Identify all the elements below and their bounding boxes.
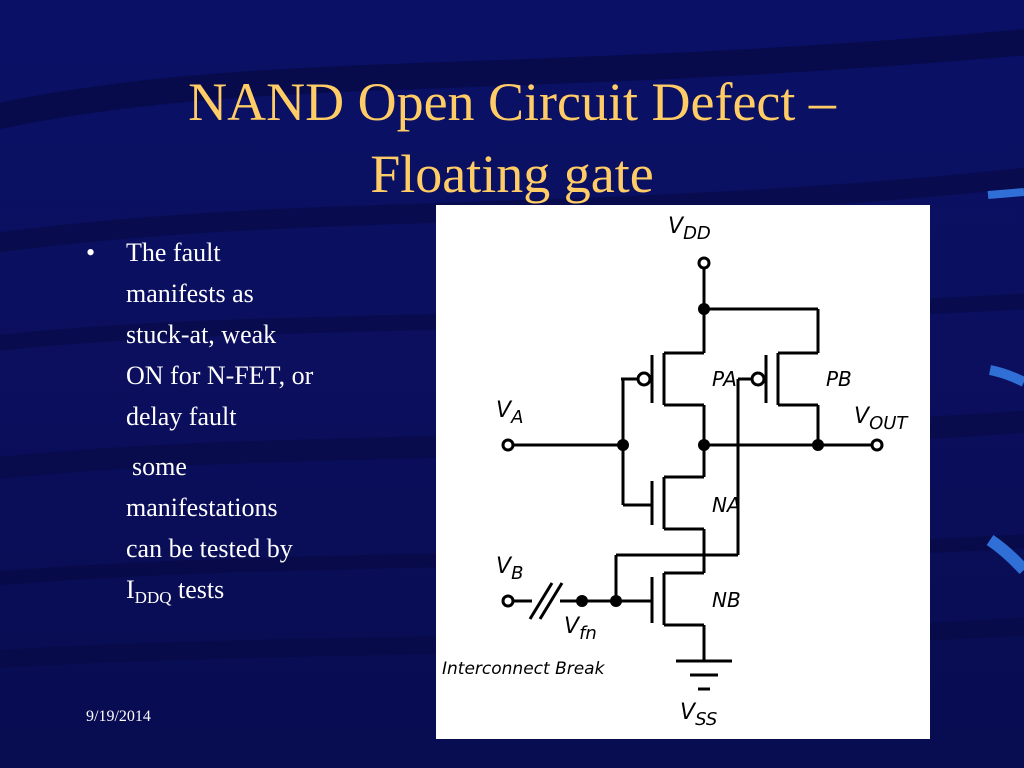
title-line: NAND Open Circuit Defect – (188, 72, 836, 132)
vss-label: VSS (680, 700, 717, 730)
title-line: Floating gate (370, 144, 654, 204)
bullet-text: stuck-at, weak (126, 320, 277, 349)
accent-streak (986, 535, 1024, 575)
bullet-text: ON for N-FET, or (126, 361, 314, 390)
bullet-text: manifestations (126, 493, 278, 522)
vb-label: VB (496, 554, 523, 584)
bullet-list: • The fault manifests as stuck-at, weak … (86, 232, 386, 618)
footer-date: 9/19/2014 (86, 708, 151, 725)
vfn-label: Vfn (564, 614, 597, 644)
streak (0, 29, 1024, 130)
circuit-diagram: VDD VA VOUT VB Vfn VSS PA PB NA NB Inter… (436, 205, 930, 739)
bullet-text: The fault (126, 238, 221, 267)
terminal-circles (501, 256, 884, 608)
nand-circuit-svg: VDD VA VOUT VB Vfn VSS PA PB NA NB Inter… (442, 214, 909, 730)
na-label: NA (712, 493, 741, 517)
circuit-wires (514, 269, 872, 691)
nb-label: NB (712, 588, 741, 612)
bullet-item: • The fault manifests as stuck-at, weak … (86, 232, 386, 437)
slide-title: NAND Open Circuit Defect – Floating gate (40, 66, 984, 210)
vout-label: VOUT (854, 404, 909, 434)
bullet-text: some (132, 452, 187, 481)
iddq-suffix: tests (171, 575, 225, 604)
junction-dots (576, 303, 824, 607)
bullet-text: manifests as (126, 279, 254, 308)
iddq-prefix: I (126, 575, 135, 604)
bullet-text-iddq: IDDQ tests (126, 569, 386, 618)
circuit-labels: VDD VA VOUT VB Vfn VSS PA PB NA NB Inter… (442, 214, 909, 730)
bullet-text: delay fault (126, 402, 237, 431)
pa-label: PA (712, 367, 737, 391)
bullet-continuation: some manifestations can be tested by IDD… (86, 446, 386, 618)
iddq-subscript: DDQ (134, 588, 172, 607)
pb-label: PB (826, 367, 852, 391)
accent-streak (987, 188, 1024, 199)
interconnect-break-label: Interconnect Break (442, 659, 606, 679)
bullet-marker: • (86, 238, 96, 267)
bullet-text: can be tested by (126, 534, 293, 563)
va-label: VA (496, 398, 523, 428)
vdd-label: VDD (668, 214, 711, 244)
accent-streak (988, 365, 1024, 387)
